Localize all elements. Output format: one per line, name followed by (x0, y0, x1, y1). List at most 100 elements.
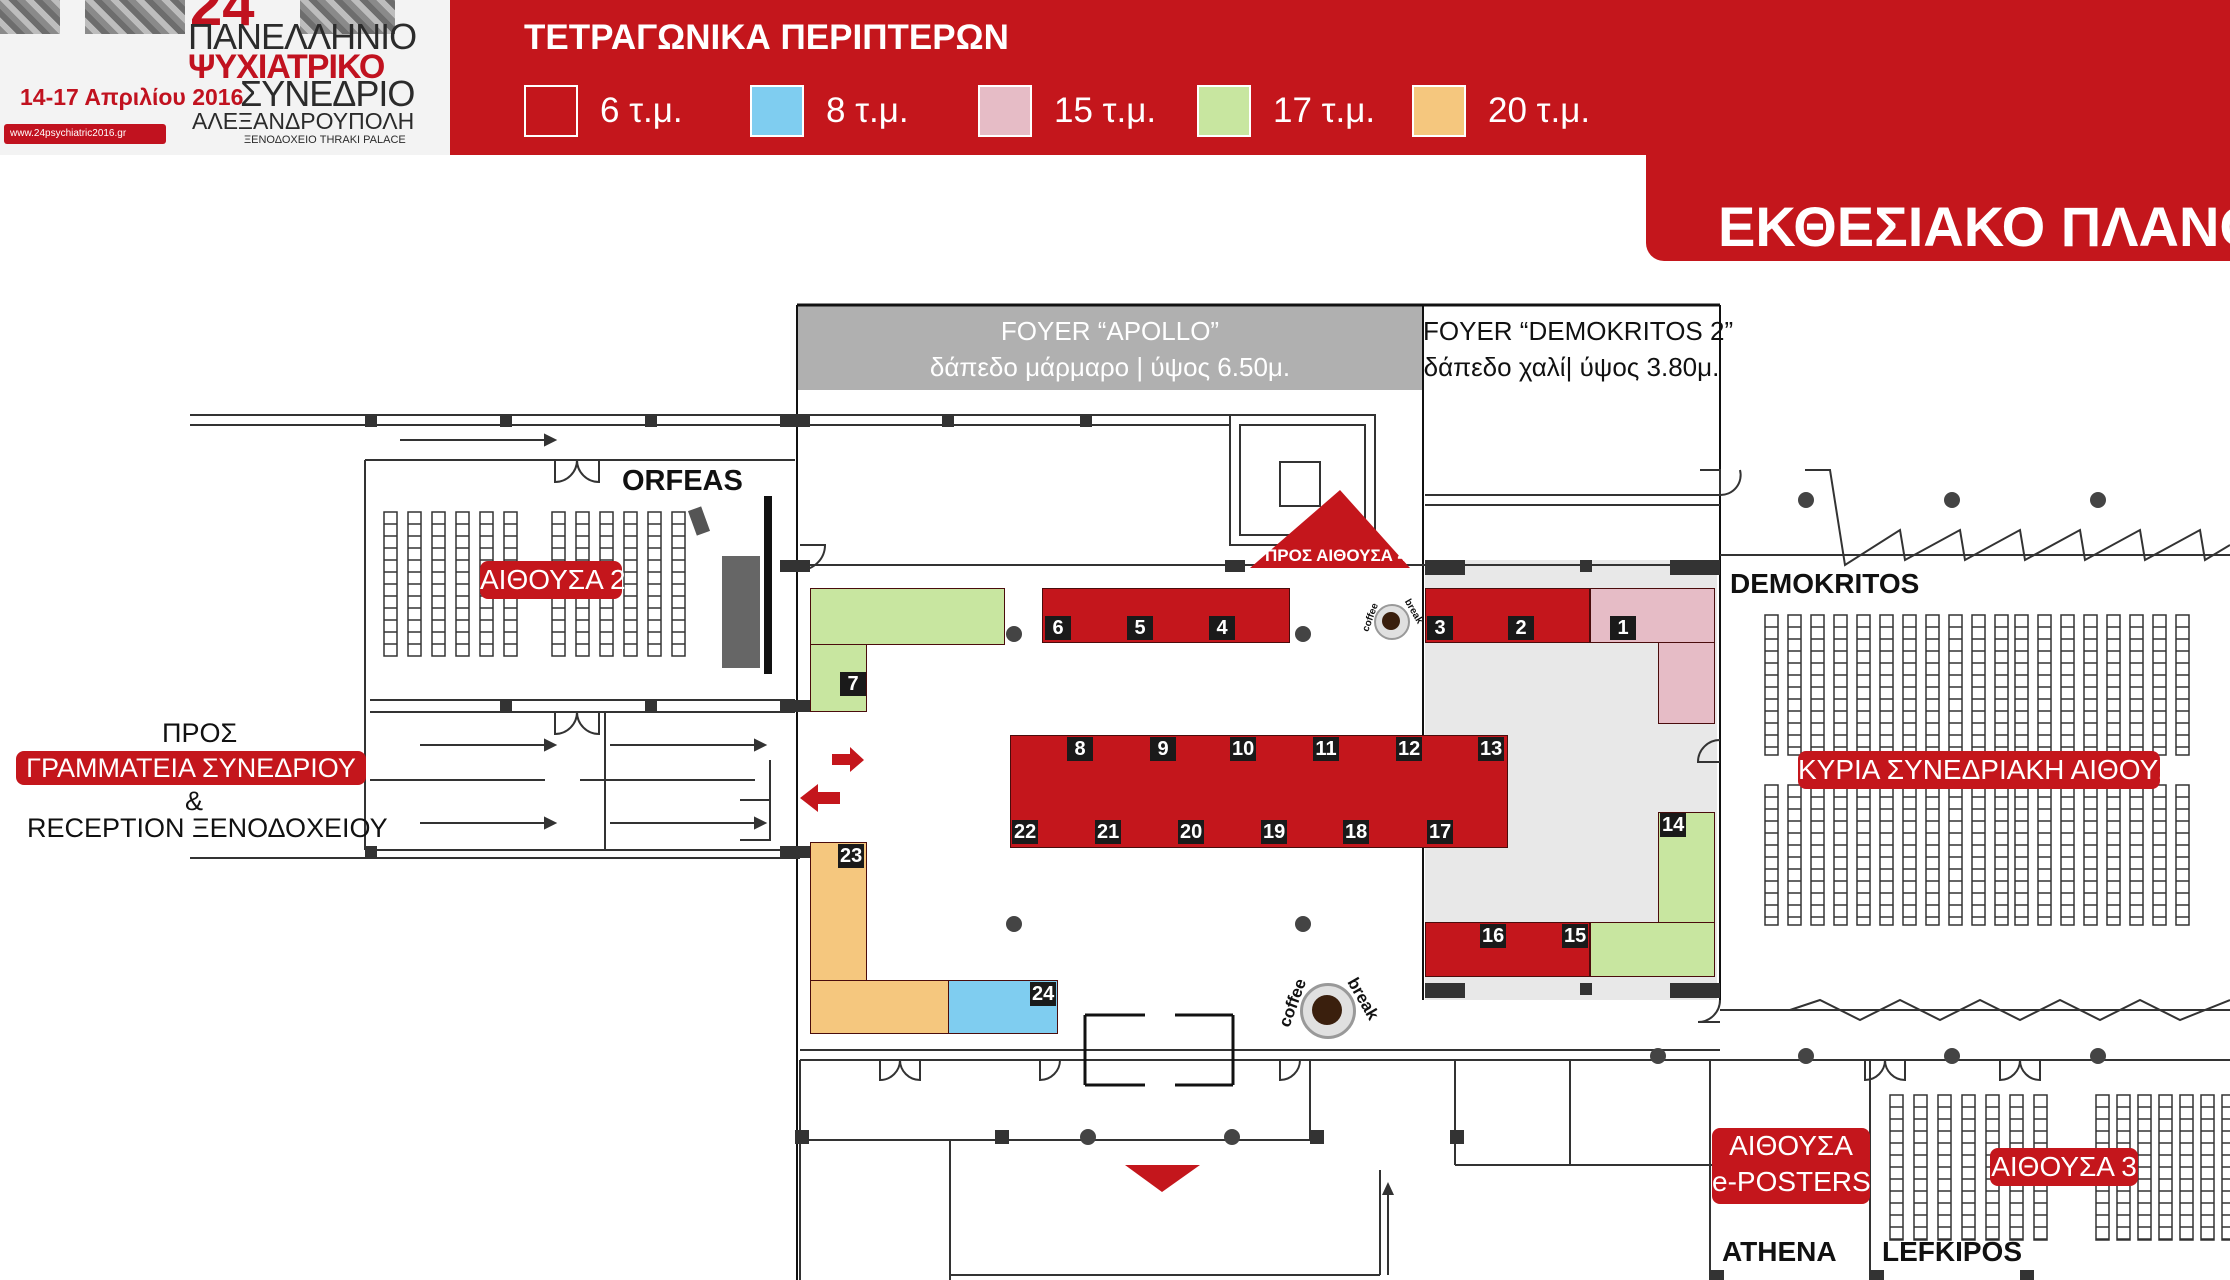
booth-number-12: 12 (1396, 737, 1423, 761)
booth-number-8: 8 (1067, 737, 1093, 761)
room-main-hall: ΚΥΡΙΑ ΣΥΝΕΔΡΙΑΚΗ ΑΙΘΟΥΣΑ (1798, 751, 2194, 789)
seat-row (2175, 784, 2190, 926)
room-aithousa-2: ΑΙΘΟΥΣΑ 2 (480, 561, 626, 599)
seat-row (2106, 784, 2121, 926)
legend-swatch (524, 85, 578, 137)
apollo-foyer-name: FOYER “APOLLO” (1000, 316, 1220, 346)
seat-row (1925, 784, 1940, 926)
plan-title: ΕΚΘΕΣΙΑΚΟ ΠΛΑΝΟ (1718, 195, 2230, 258)
seat-row (1902, 784, 1917, 926)
seat-row (1787, 614, 1802, 756)
legend-label: 17 τ.μ. (1273, 91, 1376, 130)
logo-website[interactable]: www.24psychiatric2016.gr (4, 124, 166, 144)
coffee-break-icon-top: coffee break (1361, 592, 1425, 650)
booth-row-6-4[interactable] (1042, 588, 1290, 643)
booth-number-19: 19 (1261, 820, 1288, 844)
room-athena: ATHENA (1722, 1236, 1837, 1267)
legend-item-8: 8 τ.μ. (750, 84, 909, 138)
coffee-icon (1312, 995, 1342, 1025)
logo-mosaic-left (0, 0, 60, 34)
booth-number-17: 17 (1427, 820, 1454, 844)
seat-row (2037, 784, 2052, 926)
seat-row (2129, 784, 2144, 926)
booth-number-15: 15 (1562, 924, 1589, 948)
legend-label: 20 τ.μ. (1488, 91, 1591, 130)
logo-line4: ΑΛΕΞΑΝΔΡΟΥΠΟΛΗ (192, 108, 415, 134)
to-hall-4-label: ΠΡΟΣ ΑΙΘΟΥΣΑ 4 (1265, 546, 1408, 565)
coffee-break-icon-bottom: coffee break (1275, 965, 1383, 1055)
coffee-icon (1382, 612, 1400, 630)
seat-row (2014, 784, 2029, 926)
booth-number-11: 11 (1313, 737, 1339, 761)
seat-row (1833, 614, 1848, 756)
seat-row (2083, 784, 2098, 926)
demokritos-foyer-desc: δάπεδο χαλί| ύψος 3.80μ. (1423, 352, 1720, 382)
legend-item-17: 17 τ.μ. (1197, 84, 1375, 138)
seat-row (1810, 784, 1825, 926)
seat-row (1787, 784, 1802, 926)
legend-item-15: 15 τ.μ. (978, 84, 1156, 138)
booth-14-base[interactable] (1590, 922, 1715, 977)
apollo-foyer-desc: δάπεδο μάρμαρο | ύψος 6.50μ. (929, 352, 1291, 382)
seat-row (1856, 784, 1871, 926)
logo-line5: ΞΕΝΟΔΟΧΕΙΟ THRAKI PALACE (244, 134, 406, 146)
seat-row (2060, 614, 2075, 756)
direction-reception: RECEPTION ΞΕΝΟΔΟΧΕΙΟΥ (27, 813, 388, 843)
legend-swatch (750, 85, 804, 137)
logo-edition: 24 (190, 0, 255, 38)
seat-row (1948, 614, 1963, 756)
seat-row (2175, 614, 2190, 756)
booth-number-23: 23 (838, 844, 865, 868)
direction-pros: ΠΡΟΣ (162, 718, 238, 748)
legend-label: 8 τ.μ. (826, 91, 909, 130)
legend-item-6: 6 τ.μ. (524, 84, 683, 138)
seat-row (1856, 614, 1871, 756)
plan-title-tab (1646, 155, 2230, 261)
booth-number-2: 2 (1508, 616, 1534, 640)
booth-23-base[interactable] (810, 980, 950, 1034)
coffee-cup-icon (1374, 604, 1410, 640)
seat-row (2129, 614, 2144, 756)
seat-row (1994, 784, 2009, 926)
booth-number-16: 16 (1480, 924, 1507, 948)
booth-number-7: 7 (840, 672, 866, 696)
logo-mosaic-right (300, 0, 395, 34)
seat-row (1971, 784, 1986, 926)
booth-number-24: 24 (1030, 982, 1057, 1006)
booth-1-top[interactable] (1590, 588, 1715, 643)
logo-mosaic-mid (85, 0, 185, 34)
legend-swatch (1412, 85, 1466, 137)
seat-row (1764, 614, 1779, 756)
room-demokritos: DEMOKRITOS (1730, 568, 1920, 599)
seat-row (2060, 784, 2075, 926)
legend-swatch (978, 85, 1032, 137)
seat-row (2152, 784, 2167, 926)
legend-label: 6 τ.μ. (600, 91, 683, 130)
booth-number-18: 18 (1343, 820, 1370, 844)
seat-row (1833, 784, 1848, 926)
room-eposters-line1: ΑΙΘΟΥΣΑ (1729, 1130, 1853, 1161)
seat-row (2152, 614, 2167, 756)
demokritos-foyer: FOYER “DEMOKRITOS 2” δάπεδο χαλί| ύψος 3… (1423, 313, 1733, 385)
seat-row (1994, 614, 2009, 756)
booth-number-4: 4 (1209, 616, 1235, 640)
booth-number-9: 9 (1150, 737, 1176, 761)
seat-row (1948, 784, 1963, 926)
booth-number-5: 5 (1127, 616, 1153, 640)
congress-logo: 24 ΠΑΝΕΛΛΗΝΙΟ ΨΥΧΙΑΤΡΙΚΟ ΣΥΝΕΔΡΙΟ ΑΛΕΞΑΝ… (0, 0, 450, 155)
booth-number-3: 3 (1427, 616, 1453, 640)
booth-island[interactable] (1010, 735, 1508, 848)
booth-7-top[interactable] (810, 588, 1005, 645)
seat-row (2037, 614, 2052, 756)
seat-row (1879, 614, 1894, 756)
booth-number-10: 10 (1230, 737, 1257, 761)
logo-dates: 14-17 Απριλίου 2016 (20, 84, 244, 110)
seat-row (1810, 614, 1825, 756)
booth-number-21: 21 (1095, 820, 1122, 844)
room-aithousa-3: ΑΙΘΟΥΣΑ 3 (1990, 1148, 2138, 1186)
booth-number-20: 20 (1178, 820, 1205, 844)
booth-1-leg[interactable] (1658, 642, 1715, 724)
booth-number-6: 6 (1045, 616, 1071, 640)
seat-row (2106, 614, 2121, 756)
seat-row (2014, 614, 2029, 756)
